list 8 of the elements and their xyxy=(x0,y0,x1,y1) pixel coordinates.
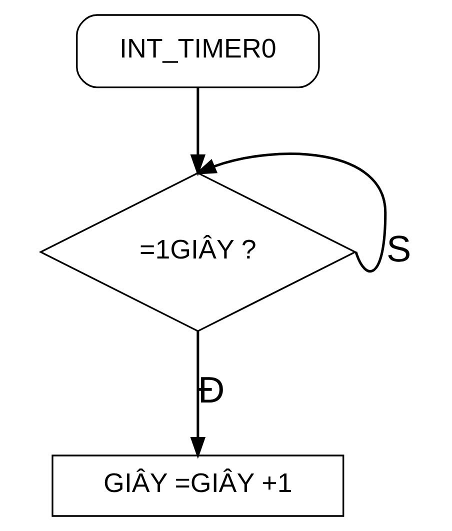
node-box: GIÂY =GIÂY +1 xyxy=(51,454,344,517)
arrow xyxy=(190,331,206,459)
arrow xyxy=(190,88,206,176)
node-diamond: =1GIÂY ? xyxy=(38,172,356,332)
edge-label: Đ xyxy=(198,370,224,411)
arrow xyxy=(194,152,386,272)
edge-label: S xyxy=(386,228,411,270)
node-box: INT_TIMER0 xyxy=(76,14,320,88)
